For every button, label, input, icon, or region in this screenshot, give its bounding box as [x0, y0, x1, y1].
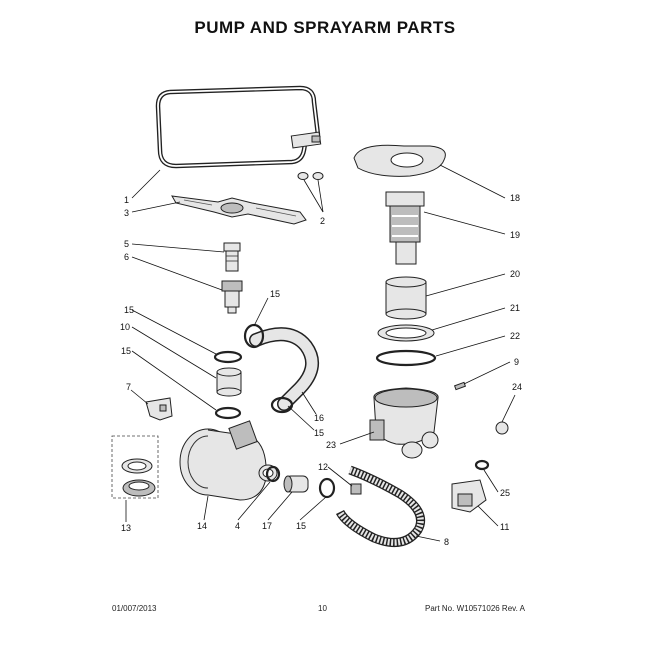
part-19-filter	[385, 191, 425, 265]
callout-15d: 15	[314, 428, 324, 438]
callout-11: 11	[500, 522, 509, 532]
part-16-hose	[243, 323, 320, 414]
callout-2: 2	[320, 216, 325, 226]
callout-4: 4	[235, 521, 240, 531]
footer-page-number: 10	[318, 604, 327, 613]
callout-1: 1	[124, 195, 129, 205]
part-6-manifold	[221, 280, 243, 314]
part-15-clamps	[213, 350, 243, 420]
callout-25: 25	[500, 488, 510, 498]
part-10-seal	[216, 367, 242, 397]
part-4-ring	[265, 465, 281, 483]
part-5-nut	[223, 242, 241, 272]
callout-17: 17	[262, 521, 272, 531]
part-21-ring	[377, 324, 435, 342]
footer-part-number: Part No. W10571026 Rev. A	[425, 604, 525, 613]
part-3-spray-arm	[171, 195, 307, 225]
part-20-filter-cylinder	[385, 276, 427, 320]
part-23-sump	[369, 387, 439, 459]
part-9-screw	[453, 381, 467, 391]
callout-18: 18	[510, 193, 520, 203]
part-15-ring-lower	[318, 477, 336, 499]
callout-21: 21	[510, 303, 520, 313]
callout-13: 13	[121, 523, 131, 533]
callout-15b: 15	[270, 289, 280, 299]
part-22-gasket	[375, 349, 437, 367]
callout-15e: 15	[296, 521, 306, 531]
callout-10: 10	[120, 322, 130, 332]
footer-date: 01/007/2013	[112, 604, 157, 613]
part-2-washers	[297, 172, 324, 180]
callout-12: 12	[318, 462, 328, 472]
callout-19: 19	[510, 230, 520, 240]
part-1-tube	[155, 85, 322, 169]
part-8-drain-hose	[335, 465, 426, 547]
part-11-drain-pump	[451, 479, 487, 513]
callout-labels: 1 2 3 5 6 15 15 10 15 7 16 15 13 14 4 17…	[120, 193, 522, 547]
part-7-clip	[145, 397, 173, 421]
callout-23: 23	[326, 440, 336, 450]
callout-7: 7	[126, 382, 131, 392]
callout-6: 6	[124, 252, 129, 262]
part-25-clip	[474, 459, 490, 471]
part-14-pump-motor	[179, 420, 278, 501]
callout-15c: 15	[121, 346, 131, 356]
callout-14: 14	[197, 521, 207, 531]
part-24-plug	[495, 421, 509, 435]
part-17-connector	[283, 475, 309, 493]
leader-lines	[125, 164, 516, 542]
callout-24: 24	[512, 382, 522, 392]
page-title: PUMP AND SPRAYARM PARTS	[194, 18, 456, 37]
callout-22: 22	[510, 331, 520, 341]
callout-9: 9	[514, 357, 519, 367]
callout-5: 5	[124, 239, 129, 249]
callout-8: 8	[444, 537, 449, 547]
part-13-filter-assembly	[111, 435, 159, 499]
callout-3: 3	[124, 208, 129, 218]
callout-20: 20	[510, 269, 520, 279]
part-12-fitting	[350, 483, 362, 495]
callout-16: 16	[314, 413, 324, 423]
part-18-cover	[353, 144, 446, 177]
callout-15a: 15	[124, 305, 134, 315]
